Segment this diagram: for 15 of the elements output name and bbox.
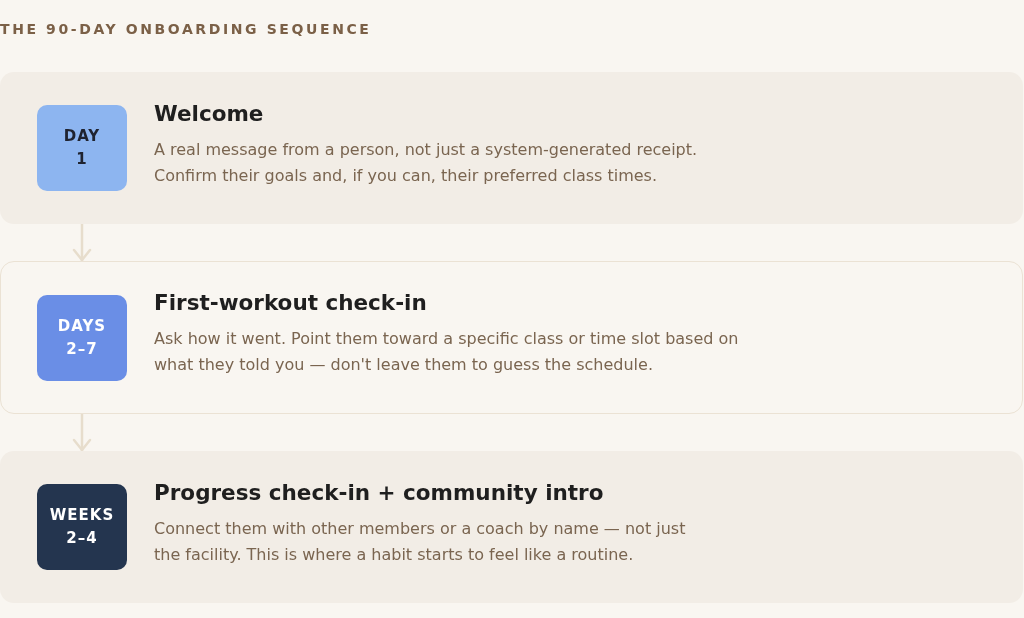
step-card xyxy=(0,261,1023,414)
step-description: A real message from a person, not just a system-generated receipt. Confirm their goals and, if you can, their preferred class times. xyxy=(154,138,699,187)
step-description: Connect them with other members or a coach by name — not just the facility. This is where a habit starts to feel like a routine. xyxy=(154,517,687,566)
step-heading: Progress check-in + community intro xyxy=(154,478,604,506)
step-card xyxy=(0,451,1023,603)
step-description: Ask how it went. Point them toward a specific class or time slot based on what they told you — don't leave them to guess the schedule. xyxy=(154,328,740,376)
timing-badge: WEEKS 2–4 xyxy=(37,484,127,570)
step-card xyxy=(0,72,1023,224)
arrow xyxy=(72,224,92,262)
timing-badge: DAYS 2–7 xyxy=(37,294,127,381)
arrow xyxy=(72,414,92,452)
step-heading: Welcome xyxy=(154,99,264,127)
timing-badge: DAY 1 xyxy=(37,105,127,191)
step-heading: First-workout check-in xyxy=(154,289,427,316)
diagram-title: THE 90-DAY ONBOARDING SEQUENCE xyxy=(0,20,372,38)
